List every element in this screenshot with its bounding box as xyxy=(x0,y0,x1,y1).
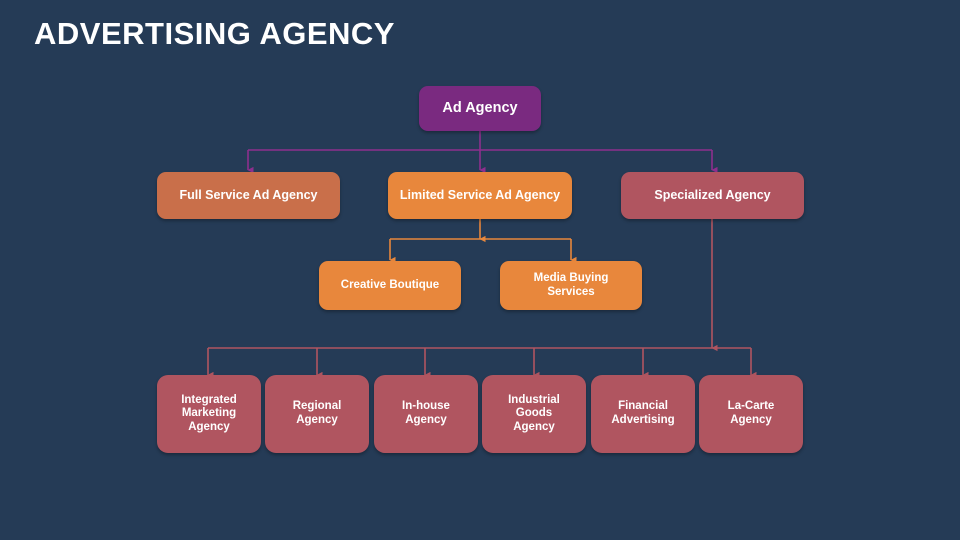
node-label-line3: Agency xyxy=(188,420,230,433)
node-label-line1: Integrated xyxy=(181,393,237,406)
node-media-buying-services[interactable]: Media Buying Services xyxy=(500,261,642,310)
node-full-service-ad-agency[interactable]: Full Service Ad Agency xyxy=(157,172,340,219)
node-la-carte-agency[interactable]: La-Carte Agency xyxy=(699,375,803,453)
node-label-line1: In-house xyxy=(402,400,450,413)
node-label-line2: Agency xyxy=(296,414,338,426)
specialized-connectors xyxy=(207,219,757,379)
node-in-house-agency[interactable]: In-house Agency xyxy=(374,375,478,453)
node-ad-agency[interactable]: Ad Agency xyxy=(419,86,541,131)
node-specialized-agency[interactable]: Specialized Agency xyxy=(621,172,804,219)
node-label-line1: Industrial xyxy=(508,393,560,406)
node-label-block: Creative Boutique xyxy=(341,279,439,293)
node-label-block: Financial Advertising xyxy=(611,400,674,427)
node-label-block: La-Carte Agency xyxy=(728,400,775,427)
node-label-block: Media Buying Services xyxy=(534,272,609,299)
node-regional-agency[interactable]: Regional Agency xyxy=(265,375,369,453)
node-financial-advertising[interactable]: Financial Advertising xyxy=(591,375,695,453)
node-label-block: Industrial Goods Agency xyxy=(508,394,560,435)
node-label-line2: Goods xyxy=(515,407,553,420)
node-label-line1: Creative Boutique xyxy=(340,278,440,291)
node-creative-boutique[interactable]: Creative Boutique xyxy=(319,261,461,310)
root-connectors xyxy=(247,131,718,174)
node-label-line2: Advertising xyxy=(611,414,675,426)
node-label-line2: Agency xyxy=(730,414,772,426)
node-label: Full Service Ad Agency xyxy=(179,188,318,203)
node-integrated-marketing-agency[interactable]: Integrated Marketing Agency xyxy=(157,375,261,453)
node-limited-service-ad-agency[interactable]: Limited Service Ad Agency xyxy=(388,172,572,219)
node-label: Specialized Agency xyxy=(654,188,771,203)
node-industrial-goods-agency[interactable]: Industrial Goods Agency xyxy=(482,375,586,453)
page-title: ADVERTISING AGENCY xyxy=(34,16,395,51)
node-label-block: Regional Agency xyxy=(293,400,342,427)
node-label: Limited Service Ad Agency xyxy=(399,188,561,203)
node-label-line1: Financial xyxy=(618,400,668,413)
node-label-block: Integrated Marketing Agency xyxy=(181,394,237,435)
node-label-line3: Agency xyxy=(513,420,555,433)
node-label: Ad Agency xyxy=(442,99,518,116)
node-label-line1: Media Buying xyxy=(533,271,609,284)
node-label-line2: Agency xyxy=(405,414,447,426)
limited-service-connectors xyxy=(389,219,577,264)
node-label-line2: Marketing xyxy=(181,407,237,420)
node-label-line1: Regional xyxy=(292,400,342,413)
node-label-line1: La-Carte xyxy=(727,400,775,413)
node-label-line2: Services xyxy=(547,285,595,298)
node-label-block: In-house Agency xyxy=(402,400,450,427)
